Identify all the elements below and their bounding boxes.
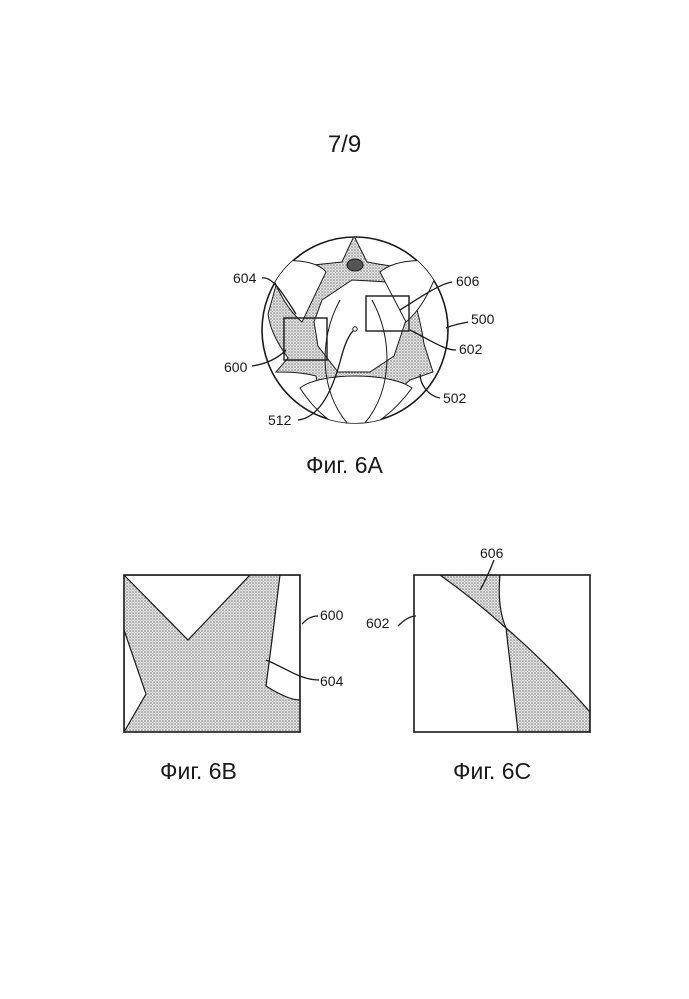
label-606: 606 bbox=[456, 273, 480, 289]
label-602-6c: 602 bbox=[366, 615, 390, 631]
dark-spot bbox=[347, 259, 363, 271]
figure-6b: 600 604 Фиг. 6В bbox=[124, 575, 344, 784]
label-604-6b: 604 bbox=[320, 673, 344, 689]
caption-fig-6c: Фиг. 6С bbox=[453, 758, 531, 784]
caption-fig-6a: Фиг. 6А bbox=[306, 452, 383, 478]
label-600-6b: 600 bbox=[320, 607, 344, 623]
label-600: 600 bbox=[224, 359, 248, 375]
shaded-upper-strip bbox=[440, 575, 506, 628]
shaded-lower-region bbox=[506, 628, 590, 732]
label-512: 512 bbox=[268, 412, 292, 428]
label-500: 500 bbox=[471, 311, 495, 327]
label-604: 604 bbox=[233, 270, 257, 286]
lower-petal bbox=[300, 376, 412, 430]
label-606-6c: 606 bbox=[480, 545, 504, 561]
center-point-512 bbox=[353, 327, 357, 331]
figure-6c: 606 602 Фиг. 6С bbox=[366, 545, 590, 784]
caption-fig-6b: Фиг. 6В bbox=[160, 758, 237, 784]
label-602: 602 bbox=[459, 341, 483, 357]
figure-6a: 604 606 500 602 600 502 512 Фиг. 6А bbox=[224, 236, 495, 478]
label-502: 502 bbox=[443, 390, 467, 406]
